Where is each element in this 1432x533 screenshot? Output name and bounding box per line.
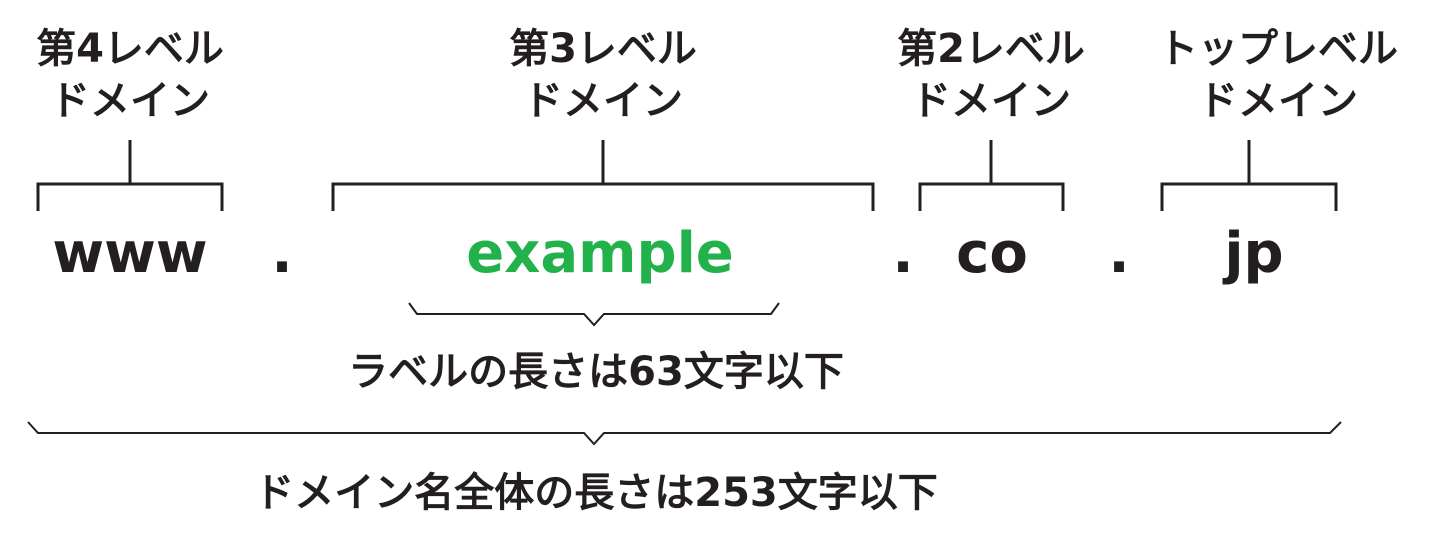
domain-part-www: www	[52, 221, 207, 286]
level-3-heading-line2: ドメイン	[523, 78, 683, 124]
level-3-heading: 第3レベル ドメイン	[509, 26, 697, 124]
domain-separator-3: .	[1108, 221, 1129, 286]
label-length-note: ラベルの長さは63文字以下	[348, 349, 844, 395]
domain-part-example: example	[466, 221, 734, 286]
label-length-brace	[408, 302, 780, 327]
level-2-heading: 第2レベル ドメイン	[897, 26, 1085, 124]
domain-part-co: co	[956, 221, 1028, 286]
top-level-heading-line2: ドメイン	[1198, 78, 1358, 124]
level-4-heading-line2: ドメイン	[50, 78, 210, 124]
level-3-bracket	[331, 140, 875, 211]
level-2-heading-line2: ドメイン	[911, 78, 1071, 124]
level-4-heading: 第4レベル ドメイン	[36, 26, 224, 124]
top-level-heading: トップレベル ドメイン	[1158, 26, 1398, 124]
domain-part-jp: jp	[1222, 221, 1283, 286]
top-level-heading-line1: トップレベル	[1158, 26, 1398, 72]
level-3-heading-line1: 第3レベル	[509, 26, 697, 72]
level-2-bracket	[918, 140, 1065, 211]
level-4-bracket	[36, 140, 224, 211]
domain-length-brace	[27, 421, 1342, 446]
level-2-heading-line1: 第2レベル	[897, 26, 1085, 72]
domain-separator-1: .	[271, 221, 292, 286]
domain-length-note: ドメイン名全体の長さは253文字以下	[254, 470, 938, 516]
level-4-heading-line1: 第4レベル	[36, 26, 224, 72]
domain-separator-2: .	[892, 221, 913, 286]
top-level-bracket	[1160, 140, 1338, 211]
